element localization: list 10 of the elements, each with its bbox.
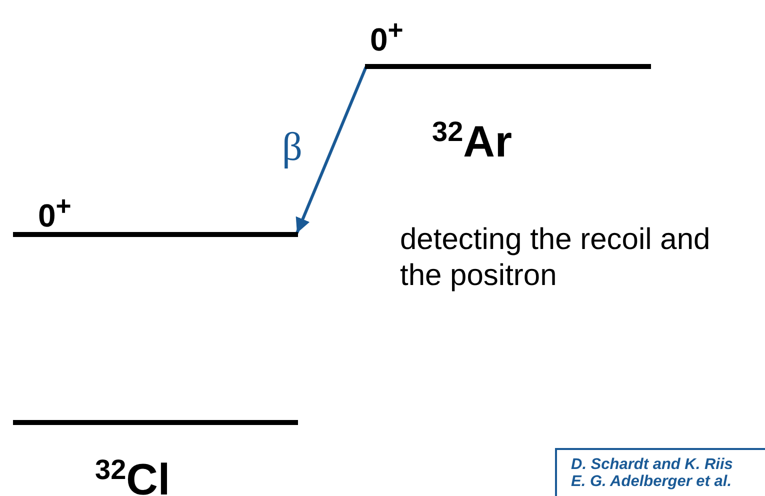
- spin-parity-label: 0$^{+}$: [370, 14, 404, 58]
- spin-parity-label: 0$^{+}$: [38, 190, 72, 234]
- reference-text: D. Schardt and K. Riis: [571, 456, 734, 473]
- reference-box: [555, 448, 765, 496]
- nuclide-label: $^{32}$Ar: [432, 115, 512, 167]
- note-text: detecting the recoil and the positron: [400, 222, 712, 294]
- reference-text: E. G. Adelberger et al.: [571, 473, 733, 490]
- arrow: [296, 66, 368, 234]
- nuclide-label: $^{32}$Cl: [95, 453, 170, 496]
- edge-label: β: [282, 125, 302, 169]
